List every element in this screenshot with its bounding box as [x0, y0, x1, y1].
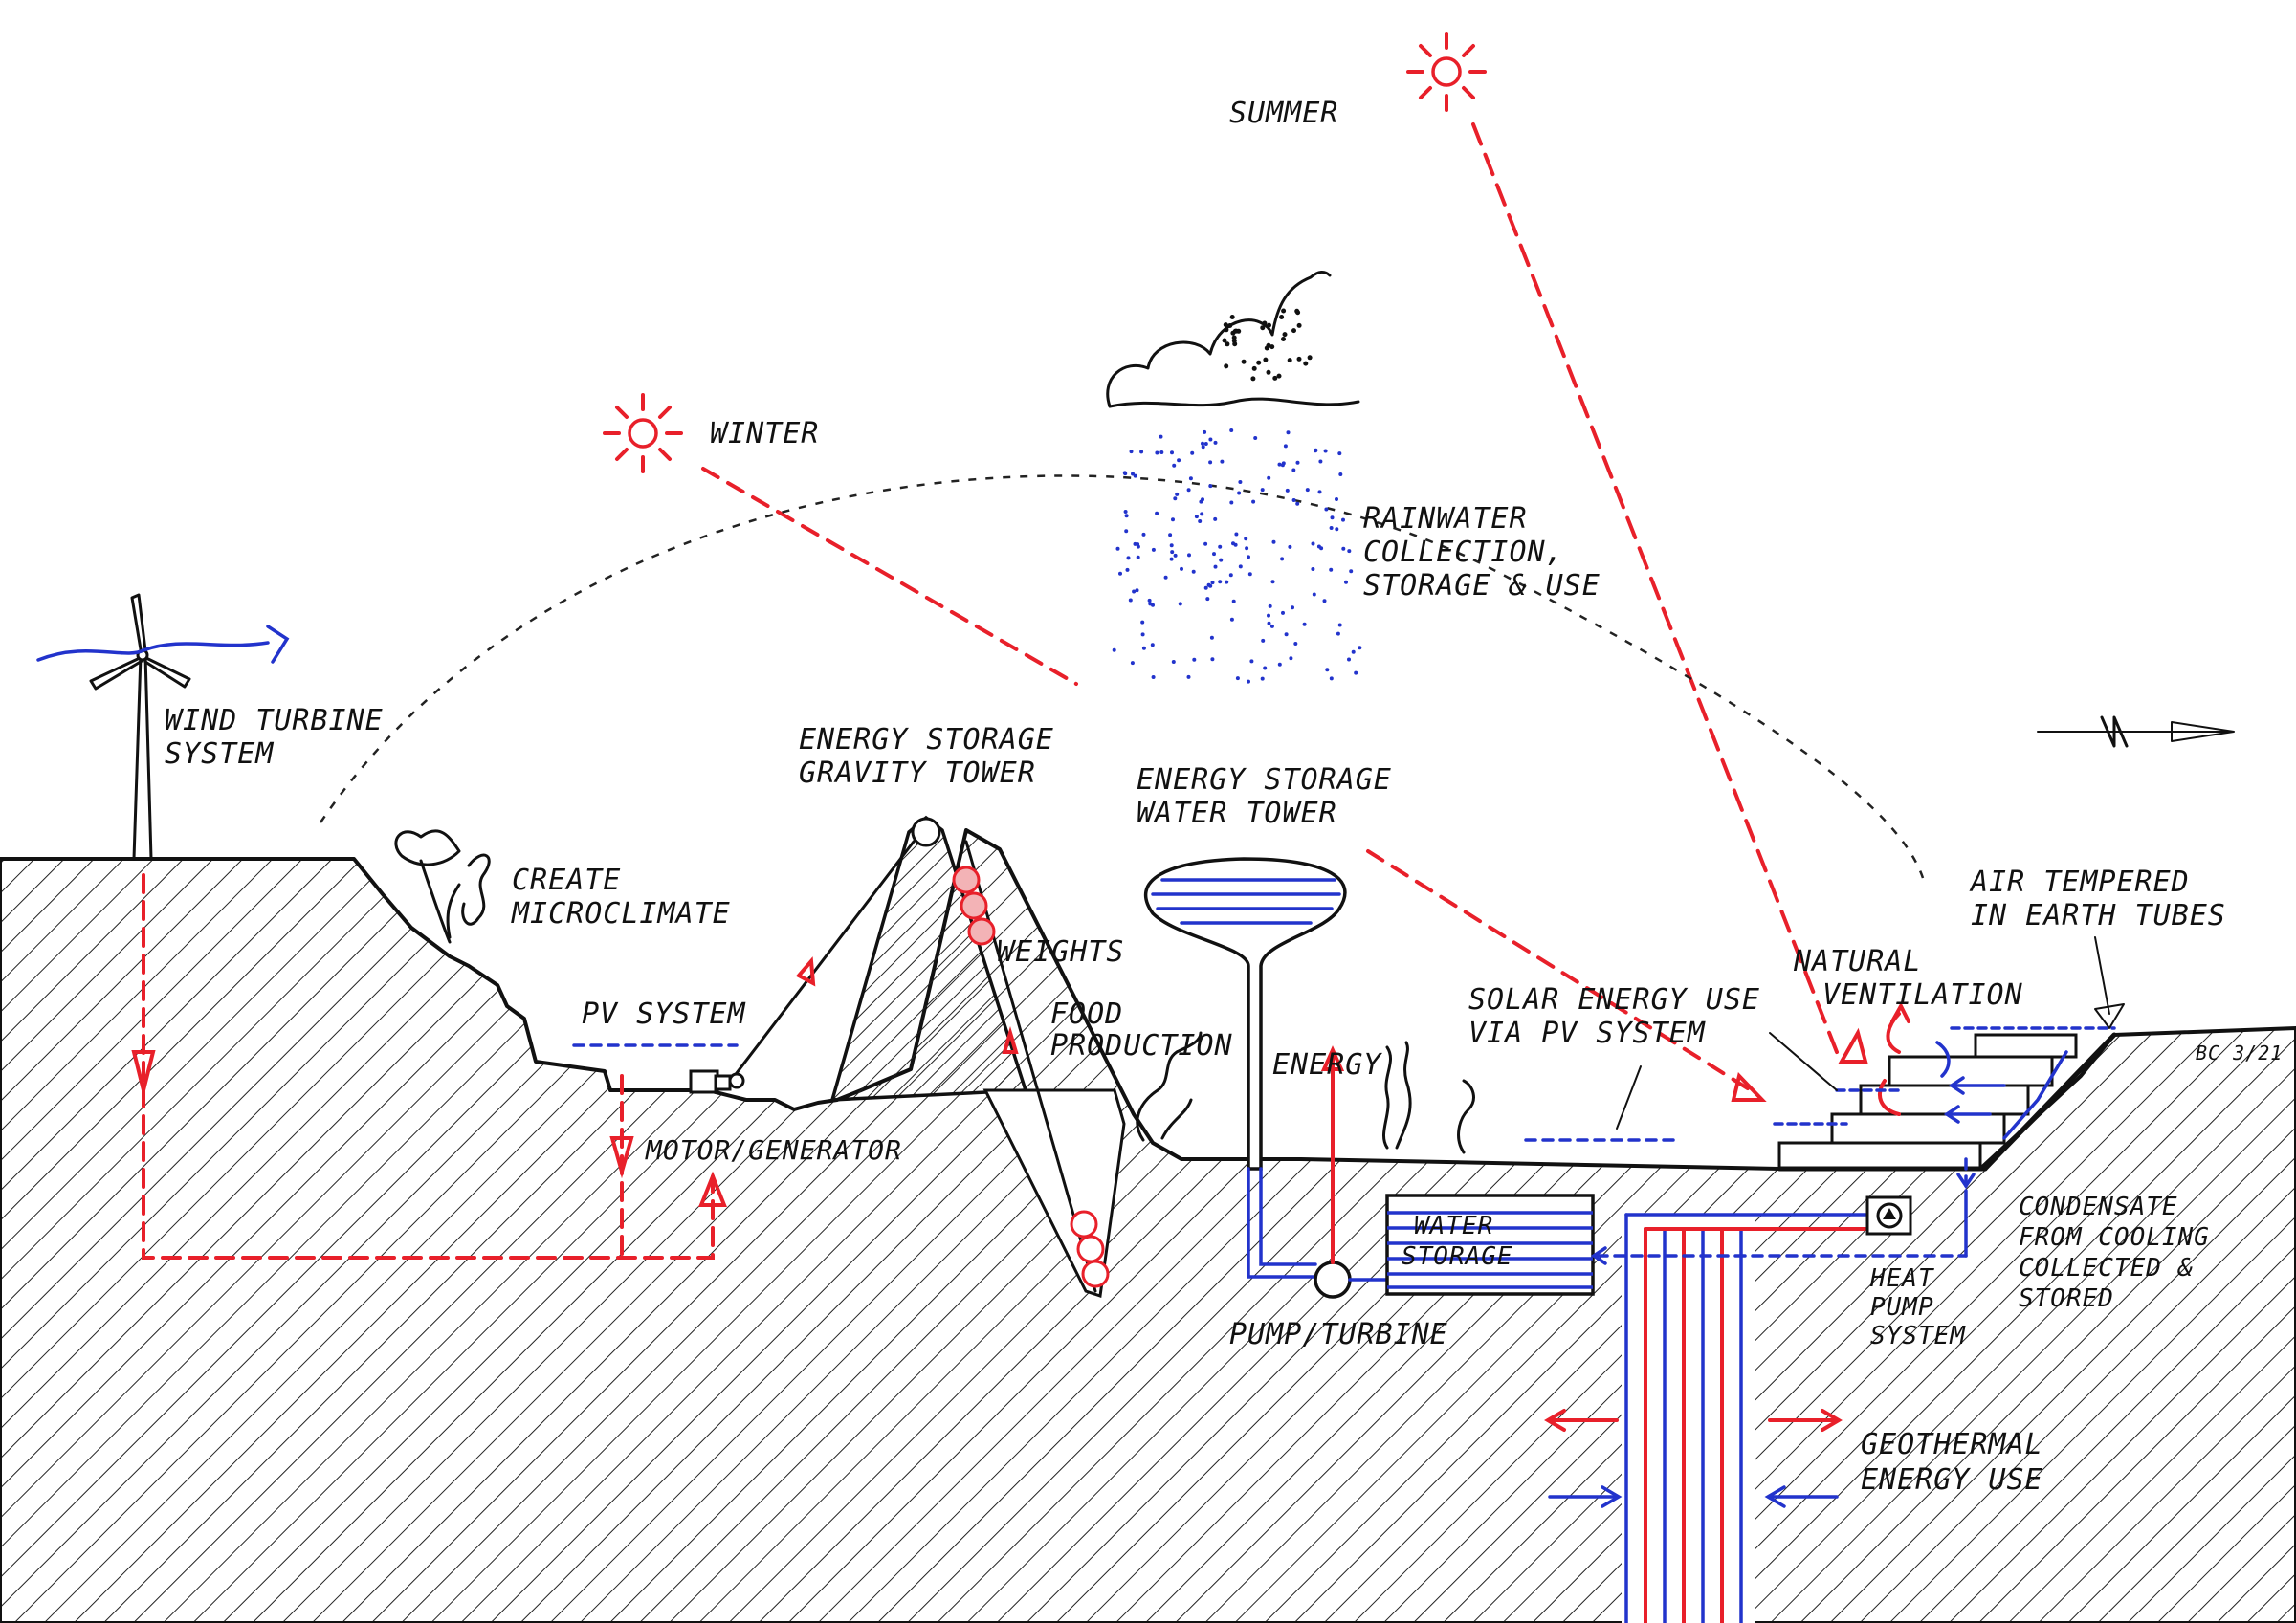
north-arrow-icon — [2037, 715, 2235, 748]
label-water-storage-2: STORAGE — [1402, 1242, 1513, 1271]
label-food-2: PRODUCTION — [1050, 1029, 1233, 1063]
label-air-1: AIR TEMPERED — [1969, 866, 2190, 899]
label-energy: ENERGY — [1272, 1048, 1382, 1082]
weights-lower-icon — [1070, 1210, 1110, 1288]
label-motor: MOTOR/GENERATOR — [645, 1134, 902, 1166]
label-geo-1: GEOTHERMAL — [1861, 1428, 2043, 1461]
label-microclimate-1: CREATE — [512, 864, 621, 897]
label-heatpump-2: PUMP — [1870, 1293, 1934, 1322]
label-condensate-2: FROM COOLING — [2019, 1223, 2210, 1252]
label-natural-1: NATURAL — [1793, 945, 1921, 978]
label-winter: WINTER — [710, 417, 819, 450]
label-signature: BC 3/21 — [2196, 1042, 2283, 1064]
label-geo-2: ENERGY USE — [1861, 1463, 2043, 1497]
pump-icon — [1314, 1261, 1352, 1299]
water-tower — [1144, 857, 1347, 1171]
rain-dots — [1112, 428, 1362, 684]
label-condensate-3: COLLECTED & — [2019, 1254, 2194, 1283]
label-condensate-4: STORED — [2019, 1284, 2114, 1313]
weights-upper-icon — [952, 866, 996, 946]
label-food-1: FOOD — [1050, 998, 1123, 1031]
pulley-icon — [911, 817, 941, 847]
label-solar-1: SOLAR ENERGY USE — [1468, 983, 1760, 1017]
label-condensate-1: CONDENSATE — [2019, 1193, 2178, 1221]
label-pv-system: PV SYSTEM — [582, 998, 746, 1031]
wind-turbine-icon — [36, 593, 290, 861]
label-summer: SUMMER — [1229, 97, 1338, 130]
label-rainwater-3: STORAGE & USE — [1363, 569, 1601, 603]
label-gravity-2: GRAVITY TOWER — [799, 757, 1036, 790]
label-watertower-2: WATER TOWER — [1137, 797, 1337, 830]
label-rainwater-2: COLLECTION, — [1363, 536, 1564, 569]
cloud-icon — [1106, 271, 1360, 408]
label-heatpump-1: HEAT — [1869, 1264, 1934, 1293]
label-rainwater-1: RAINWATER — [1363, 502, 1528, 536]
summer-sun-icon — [1406, 32, 1487, 112]
label-wind-1: WIND TURBINE — [165, 704, 384, 737]
label-gravity-1: ENERGY STORAGE — [799, 723, 1054, 757]
plant-icon — [1136, 1031, 1475, 1154]
label-wind-2: SYSTEM — [165, 737, 274, 771]
label-air-2: IN EARTH TUBES — [1971, 899, 2226, 932]
motor-generator-icon — [689, 1069, 745, 1094]
tree-icon — [394, 829, 491, 944]
label-solar-2: VIA PV SYSTEM — [1468, 1017, 1706, 1050]
label-heatpump-3: SYSTEM — [1870, 1322, 1966, 1350]
label-natural-2: VENTILATION — [1822, 978, 2023, 1012]
energy-arrow-icon — [1320, 1045, 1345, 1071]
label-pump: PUMP/TURBINE — [1229, 1318, 1448, 1351]
geothermal-pipes — [1590, 1155, 1976, 1623]
heat-pump-icon — [1866, 1195, 1912, 1236]
cable-arrow-icon — [795, 956, 816, 987]
ground-section — [0, 828, 2296, 1623]
geothermal-arrows — [1544, 1409, 1843, 1508]
building-section — [1777, 1032, 2117, 1172]
ventilation-arrows — [1524, 1001, 2116, 1142]
label-microclimate-2: MICROCLIMATE — [511, 897, 731, 931]
cloud-dots — [1222, 308, 1313, 382]
winter-sun-icon — [603, 393, 683, 473]
label-watertower-1: ENERGY STORAGE — [1137, 763, 1392, 797]
label-weights: WEIGHTS — [997, 935, 1124, 969]
label-water-storage-1: WATER — [1414, 1212, 1493, 1240]
